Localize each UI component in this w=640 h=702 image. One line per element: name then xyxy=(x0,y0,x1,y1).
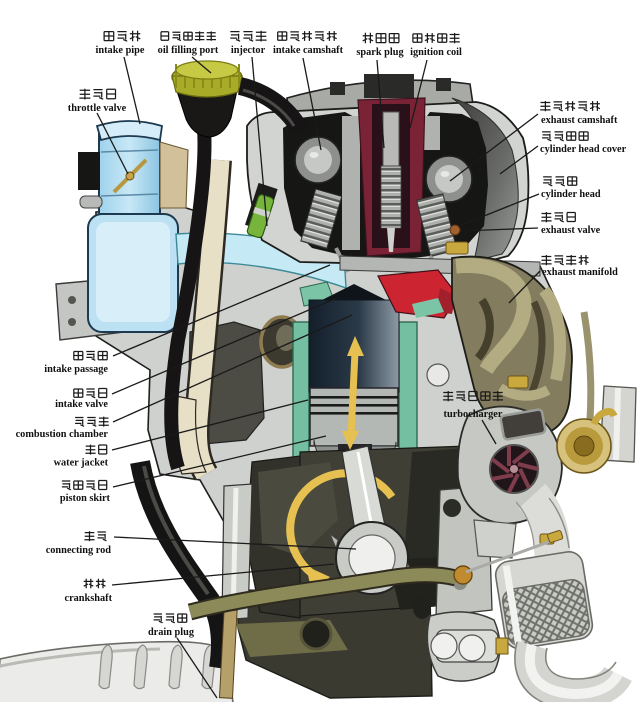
svg-text:connecting rod: connecting rod xyxy=(46,545,112,556)
svg-text:exhaust valve: exhaust valve xyxy=(541,225,601,236)
svg-text:exhaust manifold: exhaust manifold xyxy=(542,267,618,278)
svg-text:exhaust camshaft: exhaust camshaft xyxy=(541,115,618,126)
svg-text:water jacket: water jacket xyxy=(54,458,109,469)
svg-text:crankshaft: crankshaft xyxy=(65,593,113,604)
svg-text:intake pipe: intake pipe xyxy=(96,45,145,56)
svg-text:intake valve: intake valve xyxy=(55,399,108,410)
svg-text:drain plug: drain plug xyxy=(148,627,195,638)
svg-text:oil filling port: oil filling port xyxy=(158,45,219,56)
svg-text:combustion chamber: combustion chamber xyxy=(16,429,109,440)
svg-text:piston skirt: piston skirt xyxy=(60,493,111,504)
svg-text:cylinder head cover: cylinder head cover xyxy=(540,144,627,155)
svg-text:intake passage: intake passage xyxy=(44,364,108,375)
svg-text:ignition coil: ignition coil xyxy=(410,47,462,58)
svg-text:cylinder head: cylinder head xyxy=(541,189,601,200)
svg-text:injector: injector xyxy=(231,45,266,56)
svg-text:turbocharger: turbocharger xyxy=(444,409,503,420)
svg-text:intake camshaft: intake camshaft xyxy=(273,45,344,56)
svg-text:throttle valve: throttle valve xyxy=(68,103,127,114)
svg-text:spark plug: spark plug xyxy=(356,47,404,58)
